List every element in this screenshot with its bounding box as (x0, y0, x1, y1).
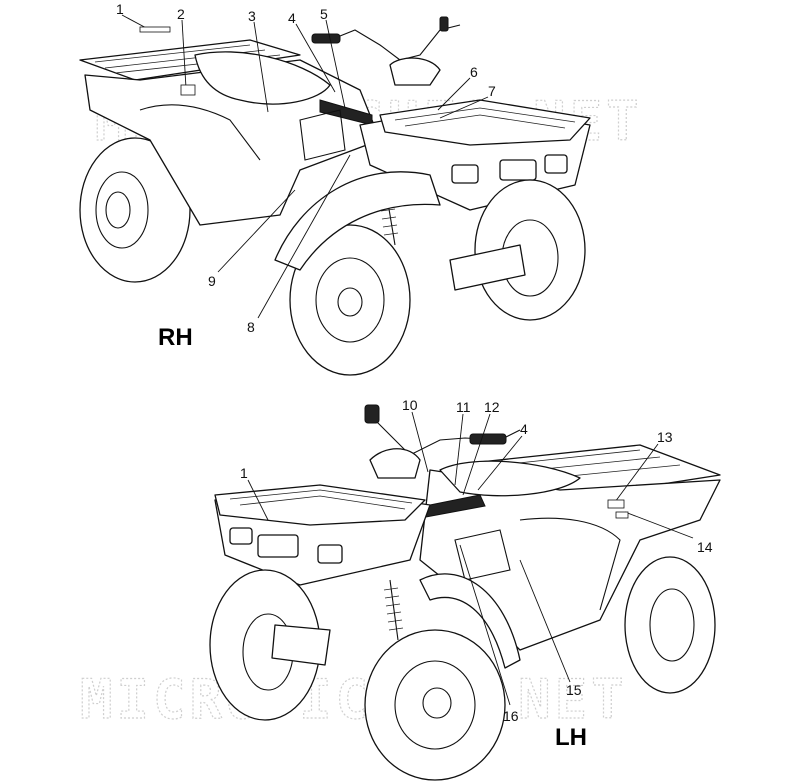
rh-callout-3: 3 (248, 8, 256, 24)
lh-callout-14: 14 (697, 539, 713, 555)
rh-callout-4: 4 (288, 10, 296, 26)
lh-far-rear-tire (624, 556, 716, 694)
lh-front-tire (364, 629, 506, 781)
lh-seat (439, 460, 581, 497)
lh-callout-11: 11 (456, 399, 471, 415)
rh-callout-leaders (121, 14, 489, 319)
lh-callout-leaders (247, 411, 694, 706)
rh-callout-2: 2 (177, 6, 185, 22)
lh-callout-4: 4 (520, 421, 528, 437)
atv-rh-illustration (79, 16, 591, 376)
rh-view-label: RH (158, 324, 193, 351)
atv-lh-illustration (209, 404, 721, 781)
rh-callout-7: 7 (488, 83, 496, 99)
lh-callout-12: 12 (484, 399, 500, 415)
lh-callout-1: 1 (240, 465, 248, 481)
rh-callout-1: 1 (116, 1, 124, 17)
rh-callout-6: 6 (470, 64, 478, 80)
rh-front-tire (289, 224, 411, 376)
lh-callout-16: 16 (503, 708, 519, 724)
rh-callout-5: 5 (320, 6, 328, 22)
rh-far-front-tire (474, 179, 586, 321)
rh-callout-9: 9 (208, 273, 216, 289)
rh-callout-8: 8 (247, 319, 255, 335)
rh-rear-tire (79, 137, 191, 283)
rh-front-rack (379, 99, 591, 146)
lh-callout-15: 15 (566, 682, 582, 698)
rh-rear-rack (79, 39, 301, 81)
lh-callout-10: 10 (402, 397, 418, 413)
lh-callout-13: 13 (657, 429, 673, 445)
lh-view-label: LH (555, 724, 587, 751)
watermark-bottom: MICROFICHES.NET (80, 668, 628, 731)
